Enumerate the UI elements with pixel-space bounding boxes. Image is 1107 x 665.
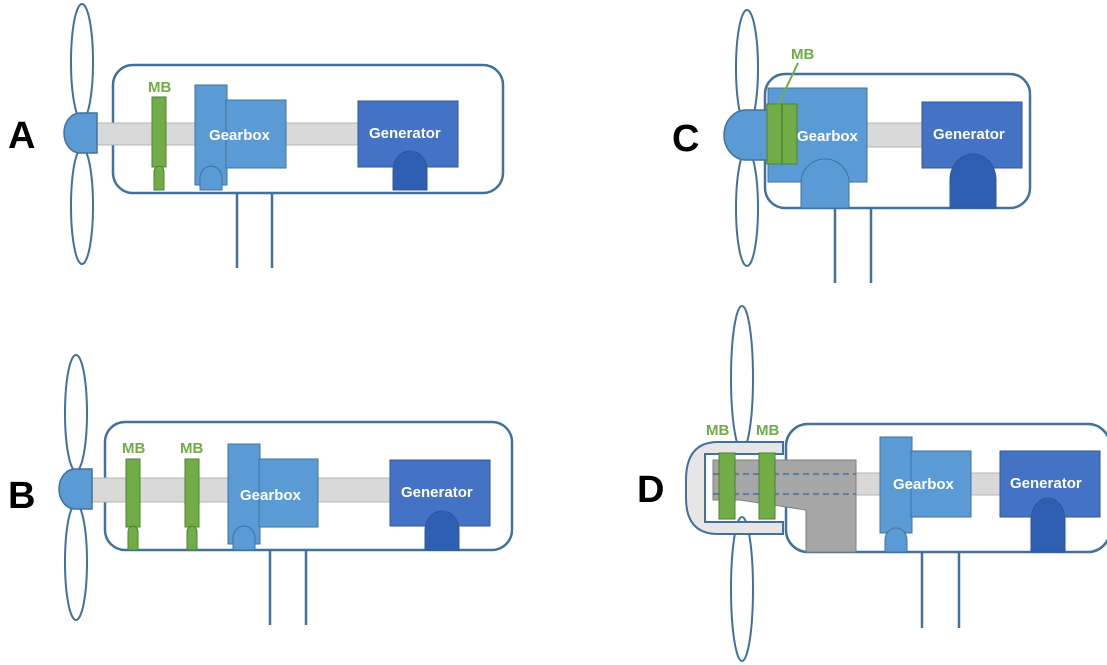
panel-a-main-bearing: [151, 96, 167, 168]
panel-c-blade-top: [735, 9, 759, 127]
panel-a-hub: [63, 112, 98, 154]
panel-b-generator-support: [424, 510, 460, 551]
panel-d-generator-label: Generator: [1010, 475, 1082, 492]
panel-c: C Gearbox MB Generator: [672, 9, 1032, 283]
panel-b-main-bearing-1-support: [127, 525, 139, 551]
panel-d-main-bearing-2: [758, 452, 776, 520]
panel-a-blade-top: [70, 3, 94, 121]
panel-d-blade-top: [730, 305, 754, 451]
panel-d-gearbox-label: Gearbox: [893, 476, 955, 493]
panel-c-gearbox-label: Gearbox: [797, 128, 859, 145]
panel-c-generator-label: Generator: [933, 126, 1005, 143]
panel-c-shaft: [859, 122, 931, 148]
panel-a-mb-label: MB: [148, 79, 171, 96]
panel-b-gearbox-label: Gearbox: [240, 487, 302, 504]
panel-a-blade-bottom: [70, 147, 94, 265]
panel-d-mb-label-2: MB: [756, 422, 779, 439]
panel-d: D MB MB Gearbox Generator: [637, 305, 1107, 662]
panel-c-mb-leader-line: [777, 62, 799, 106]
panel-d-hub-carrier: [685, 441, 784, 535]
panel-b-letter: B: [8, 475, 35, 517]
panel-d-mb-label-1: MB: [706, 422, 729, 439]
panel-a-letter: A: [8, 115, 35, 157]
panel-b-mb-label-1: MB: [122, 440, 145, 457]
panel-b-gearbox-support: [232, 525, 256, 551]
panel-d-blade-bottom: [730, 516, 754, 662]
panel-a-generator-label: Generator: [369, 125, 441, 142]
panel-a-main-bearing-support: [153, 165, 165, 191]
panel-a-gearbox-label: Gearbox: [209, 127, 271, 144]
panel-b-mb-label-2: MB: [180, 440, 203, 457]
panel-b-generator-label: Generator: [401, 484, 473, 501]
panel-c-gearbox-support: [800, 158, 850, 209]
panel-d-generator-support: [1030, 497, 1066, 553]
panel-d-letter: D: [637, 469, 664, 511]
panel-b-main-bearing-1: [125, 458, 141, 528]
panel-b-gearbox-body: [258, 458, 319, 528]
panel-a-gearbox-body: [225, 99, 287, 169]
panel-b-blade-bottom: [64, 503, 88, 621]
panel-c-generator-support: [949, 153, 997, 209]
panel-c-mb-label: MB: [791, 46, 814, 63]
panel-c-blade-bottom: [735, 149, 759, 267]
panel-a-generator-support: [392, 150, 428, 191]
panel-b: B MB MB Gearbox Generator: [8, 354, 514, 625]
panel-d-gearbox-body: [910, 450, 972, 518]
panel-b-hub: [58, 468, 93, 510]
panel-d-gearbox-support: [884, 527, 908, 553]
panel-b-blade-top: [64, 354, 88, 472]
panel-b-main-bearing-2: [184, 458, 200, 528]
panel-a-gearbox-support: [199, 165, 223, 191]
panel-d-main-bearing-1: [718, 452, 736, 520]
panel-c-hub: [723, 109, 773, 161]
panel-b-main-bearing-2-support: [186, 525, 198, 551]
panel-c-letter: C: [672, 118, 699, 160]
panel-a: A MB Gearbox Generator: [8, 3, 505, 268]
